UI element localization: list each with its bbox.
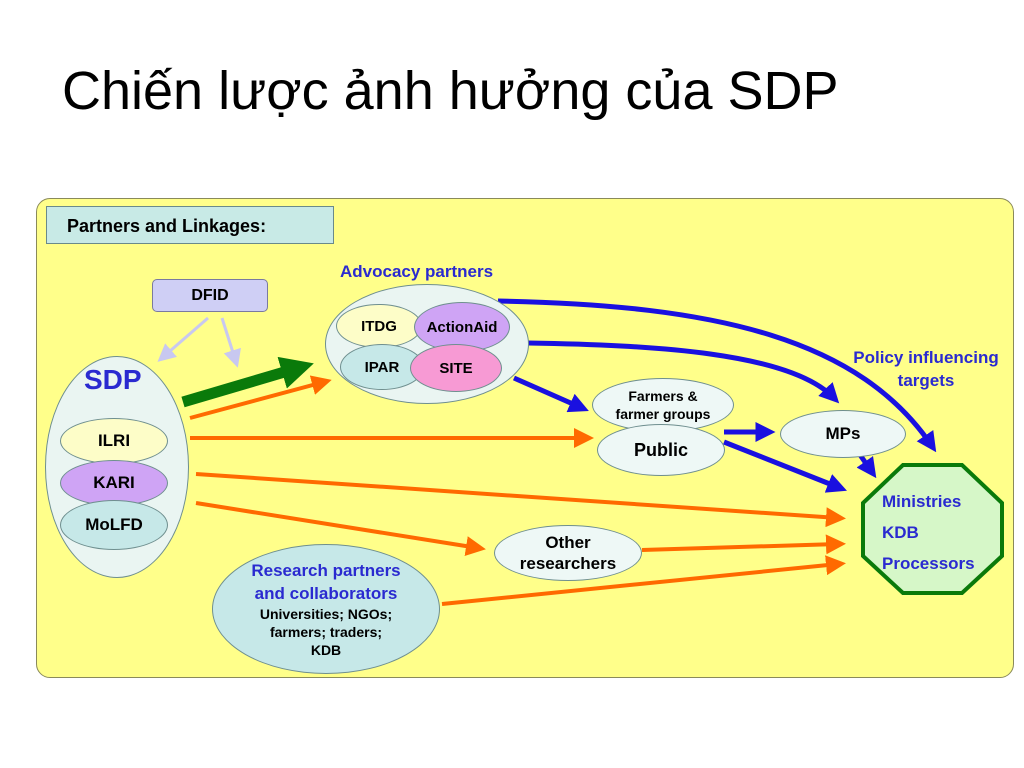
research-partners-node: Research partners and collaborators Univ… <box>212 544 440 674</box>
sdp-to-targets-arrow <box>195 472 846 528</box>
target-processors: Processors <box>882 554 975 573</box>
sdp-member-ilri: ILRI <box>60 418 168 464</box>
targets-octagon <box>861 463 1004 595</box>
advocacy-member-itdg: ITDG <box>336 304 422 348</box>
sdp-title: SDP <box>84 364 142 395</box>
targets-list: Ministries KDB Processors <box>882 486 975 579</box>
other-researchers-node: Other researchers <box>494 525 642 581</box>
dfid-to-sdp-arrow <box>157 316 209 362</box>
research-to-targets-arrow <box>441 555 846 606</box>
sdp-member-molfd: MoLFD <box>60 500 168 550</box>
dfid-box: DFID <box>152 279 268 312</box>
farmers-node: Farmers & farmer groups <box>592 378 734 432</box>
public-node: Public <box>597 424 725 476</box>
advocacy-to-farmers-arrow <box>512 375 589 413</box>
sdp-to-other-arrow <box>195 501 486 556</box>
partners-label: Partners and Linkages: <box>46 206 334 244</box>
sdp-to-advocacy-green-arrow <box>181 356 314 408</box>
mps-node: MPs <box>780 410 906 458</box>
other-to-targets-arrow <box>641 534 846 555</box>
target-ministries: Ministries <box>882 492 962 511</box>
advocacy-to-ministries-arrow <box>497 298 937 453</box>
policy-label: Policy influencing targets <box>853 348 999 390</box>
dfid-to-advocacy-arrow <box>220 317 241 368</box>
dfid-label: DFID <box>191 286 229 304</box>
sdp-to-advocacy-orange-arrow <box>189 375 332 420</box>
target-kdb: KDB <box>882 523 919 542</box>
advocacy-title: Advocacy partners <box>340 262 494 281</box>
sdp-member-kari: KARI <box>60 460 168 506</box>
advocacy-to-mps-arrow <box>527 340 840 404</box>
advocacy-member-site: SITE <box>410 344 502 392</box>
public-to-targets-arrow <box>723 439 847 493</box>
slide-title: Chiến lược ảnh hưởng của SDP <box>62 61 839 121</box>
